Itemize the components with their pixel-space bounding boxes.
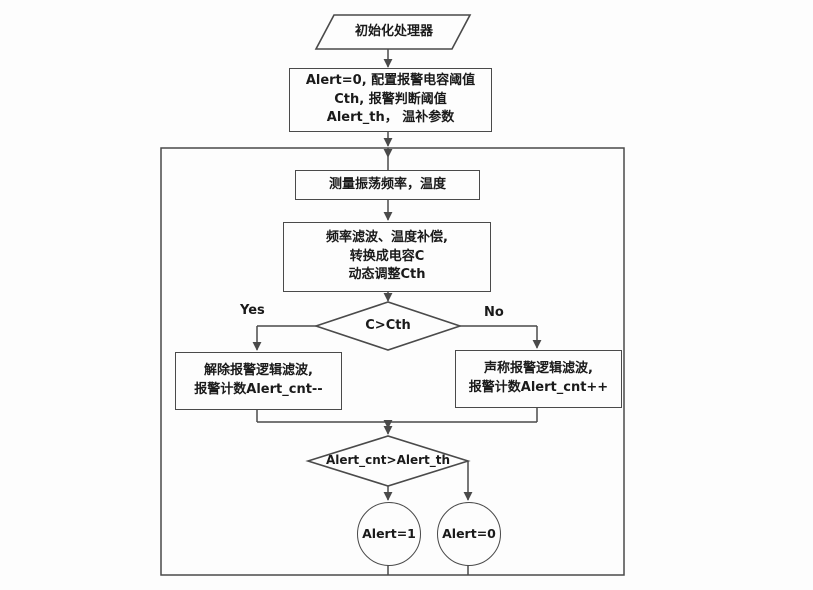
init-params-line2: Cth, 报警判断阈值	[334, 91, 447, 107]
init-params-line3: Alert_th， 温补参数	[326, 110, 455, 126]
process-line2: 转换成电容C	[349, 248, 425, 264]
measure-box: 测量振荡频率，温度	[295, 170, 480, 200]
set-alarm-box: 声称报警逻辑滤波, 报警计数Alert_cnt++	[455, 350, 622, 408]
set-alarm-line2: 报警计数Alert_cnt++	[468, 380, 609, 395]
process-line3: 动态调整Cth	[348, 267, 426, 283]
set-alarm-line1: 声称报警逻辑滤波,	[484, 361, 593, 377]
start-parallelogram	[314, 14, 472, 50]
decision-cth-label: C>Cth	[365, 317, 411, 333]
init-params-line1: Alert=0, 配置报警电容阈值	[305, 72, 476, 88]
branch-no-label: No	[484, 305, 504, 320]
decision-alert-cnt-diamond	[305, 435, 471, 487]
decision-alert-cnt-label: Alert_cnt>Alert_th	[325, 453, 451, 468]
process-line1: 频率滤波、温度补偿,	[326, 229, 448, 245]
branch-yes-label: Yes	[240, 303, 265, 318]
clear-alarm-line2: 报警计数Alert_cnt--	[194, 382, 323, 397]
clear-alarm-line1: 解除报警逻辑滤波,	[204, 363, 313, 379]
start-node-label: 初始化处理器	[354, 23, 433, 39]
alert-off-circle: Alert=0	[437, 502, 501, 566]
init-params-box: Alert=0, 配置报警电容阈值 Cth, 报警判断阈值 Alert_th， …	[289, 68, 492, 132]
loop-boundary-rect	[160, 147, 625, 576]
alert-on-label: Alert=1	[362, 525, 416, 541]
alert-on-circle: Alert=1	[357, 502, 421, 566]
process-box: 频率滤波、温度补偿, 转换成电容C 动态调整Cth	[283, 222, 491, 292]
clear-alarm-box: 解除报警逻辑滤波, 报警计数Alert_cnt--	[175, 352, 342, 410]
alert-off-label: Alert=0	[442, 525, 496, 541]
measure-box-label: 测量振荡频率，温度	[328, 176, 446, 192]
decision-cth-diamond	[313, 301, 463, 351]
